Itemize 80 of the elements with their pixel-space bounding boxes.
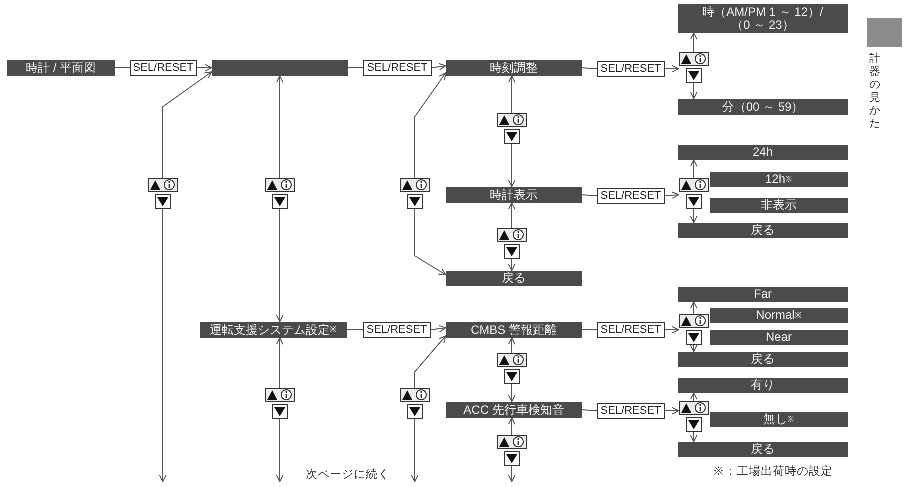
buttons-icon — [497, 113, 527, 144]
arrow — [690, 432, 698, 442]
buttons-icon — [400, 178, 430, 209]
arrow — [276, 208, 284, 322]
arrow — [508, 338, 516, 354]
arrow — [508, 384, 516, 402]
arrow — [508, 466, 516, 482]
connector-line — [582, 68, 598, 70]
menu-item: 分（00 ～ 59） — [678, 99, 848, 115]
menu-item: 無し$^{※}$ — [710, 412, 848, 427]
arrow — [196, 64, 212, 72]
arrow — [690, 82, 698, 100]
buttons-icon — [679, 178, 709, 209]
menu-item: Normal$^{※}$ — [710, 308, 848, 323]
arrow — [411, 418, 419, 482]
arrow — [690, 344, 698, 352]
menu-item: 時（AM/PM 1 ～ 12）/（0 ～ 23） — [678, 4, 848, 33]
arrow — [690, 32, 698, 52]
arrow — [690, 302, 698, 314]
menu-item: 12h$^{※}$ — [710, 172, 848, 187]
menu-item: 時刻調整 — [446, 60, 582, 76]
section-title: 計器の見かた — [869, 53, 881, 131]
menu-item: 時計表示 — [446, 187, 582, 203]
buttons-icon — [400, 388, 430, 419]
buttons-icon — [148, 178, 178, 209]
arrow — [162, 72, 212, 178]
arrow — [664, 407, 680, 415]
menu-item: Near — [710, 330, 848, 345]
arrow — [276, 418, 284, 482]
buttons-icon — [265, 388, 295, 419]
buttons-icon — [265, 178, 295, 209]
menu-item: ACC 先行車検知音 — [446, 402, 582, 418]
arrow — [508, 76, 516, 114]
button-box: SEL/RESET — [597, 61, 665, 77]
buttons-icon — [679, 314, 709, 345]
arrow — [430, 325, 446, 333]
menu-item: 戻る — [678, 442, 848, 457]
arrow — [690, 208, 698, 224]
buttons-icon — [497, 228, 527, 259]
arrow — [432, 63, 446, 71]
buttons-icon — [679, 52, 709, 83]
menu-item: 運転支援システム設定$^{※}$ — [200, 322, 347, 338]
note: 次ページに続く — [306, 469, 390, 482]
arrow — [664, 192, 680, 200]
menu-item: CMBS 警報距離 — [446, 322, 582, 338]
menu-item: 非表示 — [710, 198, 848, 213]
arrow — [508, 418, 516, 436]
button-box: SEL/RESET — [597, 403, 665, 419]
menu-item: 24h — [678, 145, 848, 160]
arrow — [508, 258, 516, 272]
buttons-icon — [497, 353, 527, 384]
menu-item: 戻る — [678, 223, 848, 238]
connector-line — [582, 410, 598, 412]
button-box: SEL/RESET — [363, 322, 431, 338]
arrow — [159, 208, 167, 482]
arrow — [664, 65, 680, 73]
button-box: SEL/RESET — [597, 322, 665, 338]
menu-item: Far — [678, 287, 848, 302]
menu-item: 戻る — [446, 271, 582, 286]
menu-bar — [212, 60, 348, 76]
connector-line — [582, 194, 598, 196]
arrow — [276, 338, 284, 388]
menu-item: 有り — [678, 378, 848, 393]
menu-item: 戻る — [678, 352, 848, 367]
arrow — [664, 326, 680, 334]
buttons-icon — [679, 401, 709, 432]
arrow — [414, 72, 446, 178]
arrow — [276, 76, 284, 178]
note: ※：工場出荷時の設定 — [713, 466, 833, 479]
buttons-icon — [497, 435, 527, 466]
arrow — [414, 208, 446, 276]
arrow — [690, 392, 698, 402]
button-box: SEL/RESET — [363, 60, 432, 76]
button-box: SEL/RESET — [130, 60, 197, 76]
arrow — [690, 160, 698, 178]
button-box: SEL/RESET — [597, 188, 665, 204]
arrow — [508, 202, 516, 228]
arrow — [508, 144, 516, 188]
arrow — [414, 336, 446, 388]
menu-item: 時計 / 平面図 — [7, 60, 115, 76]
